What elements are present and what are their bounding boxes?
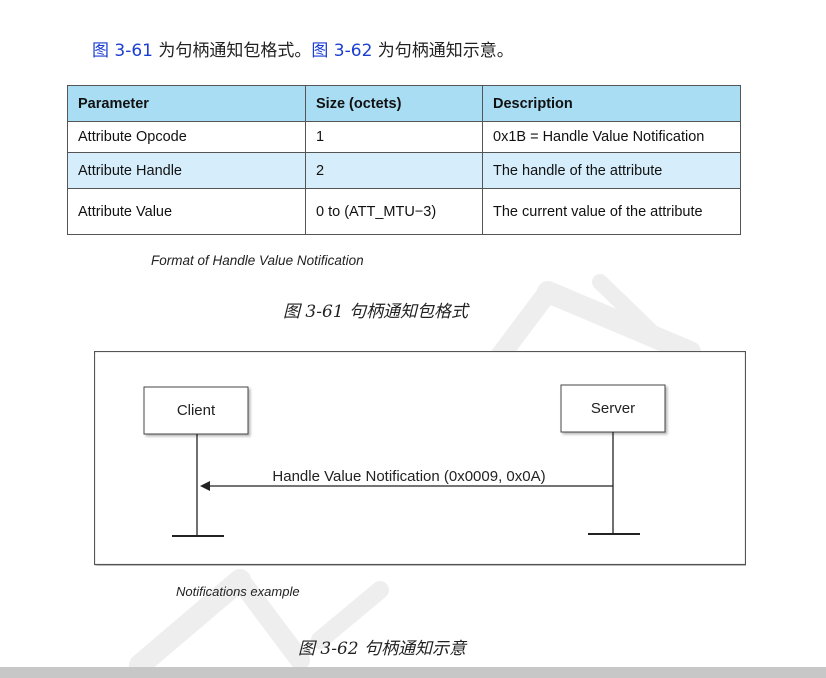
table-cell: The current value of the attribute	[482, 188, 741, 235]
table-cell: 1	[305, 121, 483, 153]
table-cell: Attribute Handle	[67, 152, 306, 189]
figure-ref-link-3-62[interactable]: 图 3-62	[311, 41, 373, 61]
table-header-row: Parameter Size (octets) Description	[67, 85, 741, 122]
notification-format-table: Parameter Size (octets) Description Attr…	[67, 85, 741, 235]
notification-sequence-diagram: Client Server Handle Value Notification …	[94, 351, 746, 566]
table-row: Attribute Opcode 1 0x1B = Handle Value N…	[67, 121, 741, 153]
table-row: Attribute Handle 2 The handle of the att…	[67, 152, 741, 189]
table-cell: Attribute Value	[67, 188, 306, 235]
intro-paragraph: 图 3-61 为句柄通知包格式。图 3-62 为句柄通知示意。	[92, 36, 514, 61]
server-label: Server	[591, 400, 635, 417]
table-cell: 0x1B = Handle Value Notification	[482, 121, 741, 153]
table-header-cell: Parameter	[67, 85, 306, 122]
table-cell: 0 to (ATT_MTU−3)	[305, 188, 483, 235]
figure1-caption-en: Format of Handle Value Notification	[151, 253, 364, 268]
table-cell: 2	[305, 152, 483, 189]
arrowhead-icon	[200, 481, 210, 491]
table-header-cell: Description	[482, 85, 741, 122]
table-cell: The handle of the attribute	[482, 152, 741, 189]
table-cell: Attribute Opcode	[67, 121, 306, 153]
server-box	[560, 384, 666, 433]
client-box	[143, 386, 249, 435]
figure2-caption-zh: 图 3-62 句柄通知示意	[298, 639, 466, 659]
figure-ref-link-3-61[interactable]: 图 3-61	[92, 41, 153, 61]
intro-text-1: 为句柄通知包格式。	[153, 41, 312, 61]
notification-message-label: Handle Value Notification (0x0009, 0x0A)	[272, 468, 545, 485]
table-row: Attribute Value 0 to (ATT_MTU−3) The cur…	[67, 188, 741, 235]
intro-text-2: 为句柄通知示意。	[372, 41, 514, 61]
figure2-caption-en: Notifications example	[176, 584, 300, 599]
figure1-caption-zh: 图 3-61 句柄通知包格式	[283, 302, 468, 322]
table-header-cell: Size (octets)	[305, 85, 483, 122]
diagram-frame	[94, 351, 746, 566]
page-bottom-bar	[0, 667, 826, 678]
client-label: Client	[177, 402, 216, 419]
